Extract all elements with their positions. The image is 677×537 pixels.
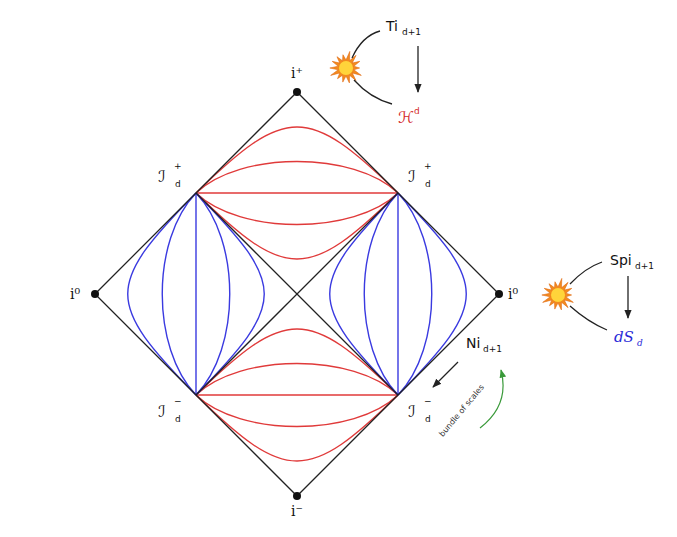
blue-slice bbox=[128, 193, 196, 395]
horizon-line bbox=[196, 193, 398, 395]
blue-slice bbox=[398, 193, 466, 395]
corner-dot bbox=[293, 492, 301, 500]
trajectory-curve bbox=[352, 31, 380, 58]
diagram-label: i⁺ bbox=[291, 66, 303, 80]
diagram-label: Ni bbox=[466, 336, 480, 350]
trajectory-curve bbox=[570, 262, 602, 284]
diagram-label: ℐ bbox=[158, 404, 166, 420]
red-slice bbox=[196, 127, 398, 193]
diagram-label: ℋ bbox=[398, 110, 414, 126]
diagram-label: i⁻ bbox=[291, 504, 303, 518]
index-label: d bbox=[175, 180, 181, 189]
collision-burst bbox=[330, 51, 361, 82]
horizon-line bbox=[196, 193, 398, 395]
burst-core bbox=[551, 288, 565, 302]
diagram-label: Spi bbox=[610, 253, 632, 267]
burst-core bbox=[339, 61, 353, 75]
diagram-label: ℐ bbox=[158, 169, 166, 185]
blue-slice bbox=[398, 193, 432, 395]
blue-slice bbox=[162, 193, 196, 395]
diagram-label: ℐ bbox=[408, 169, 416, 185]
diagram-label: dS bbox=[614, 330, 634, 345]
index-label: − bbox=[174, 397, 182, 406]
collision-bursts bbox=[330, 51, 573, 309]
limit-arrow bbox=[433, 362, 458, 387]
index-label: + bbox=[174, 162, 182, 171]
diagram-label: i⁰ bbox=[508, 287, 518, 301]
diagram-label: i⁰ bbox=[70, 287, 80, 301]
corner-dot bbox=[495, 290, 503, 298]
red-slice bbox=[196, 395, 398, 461]
red-slice bbox=[196, 192, 398, 193]
red-slice bbox=[196, 394, 398, 395]
index-label: bundle of scales bbox=[438, 384, 486, 439]
penrose-diamond bbox=[95, 92, 499, 496]
red-slice bbox=[196, 162, 398, 194]
index-label: d bbox=[637, 339, 643, 348]
red-slice bbox=[196, 193, 398, 225]
index-label: + bbox=[424, 162, 432, 171]
index-label: d bbox=[175, 415, 181, 424]
burst-spikes bbox=[330, 51, 361, 82]
collision-burst bbox=[542, 278, 573, 309]
blue-slice bbox=[196, 193, 264, 395]
penrose-frame bbox=[95, 92, 499, 496]
trajectory-curve bbox=[354, 80, 392, 104]
index-label: d bbox=[425, 415, 431, 424]
blue-slice bbox=[397, 193, 398, 395]
limit-arrow bbox=[627, 276, 628, 318]
trajectory-curve bbox=[570, 306, 607, 330]
diagram-label: Ti bbox=[386, 19, 398, 33]
burst-spikes bbox=[542, 278, 573, 309]
index-label: d bbox=[414, 107, 420, 116]
blue-slicing bbox=[128, 193, 467, 395]
corner-dot bbox=[91, 290, 99, 298]
bundle-arrow bbox=[480, 370, 503, 428]
corner-dot bbox=[293, 88, 301, 96]
red-slice bbox=[196, 395, 398, 427]
trajectories bbox=[352, 31, 628, 387]
blue-slice bbox=[195, 193, 196, 395]
limit-arrow bbox=[417, 46, 418, 92]
blue-slice bbox=[330, 193, 398, 395]
index-label: − bbox=[424, 397, 432, 406]
diagram-label: ℐ bbox=[408, 404, 416, 420]
index-label: d+1 bbox=[483, 345, 502, 354]
index-label: d+1 bbox=[402, 28, 421, 37]
red-slicing bbox=[196, 127, 398, 461]
index-label: d bbox=[425, 180, 431, 189]
index-label: d+1 bbox=[635, 262, 654, 271]
corner-dots bbox=[91, 88, 503, 500]
red-slice bbox=[196, 364, 398, 396]
